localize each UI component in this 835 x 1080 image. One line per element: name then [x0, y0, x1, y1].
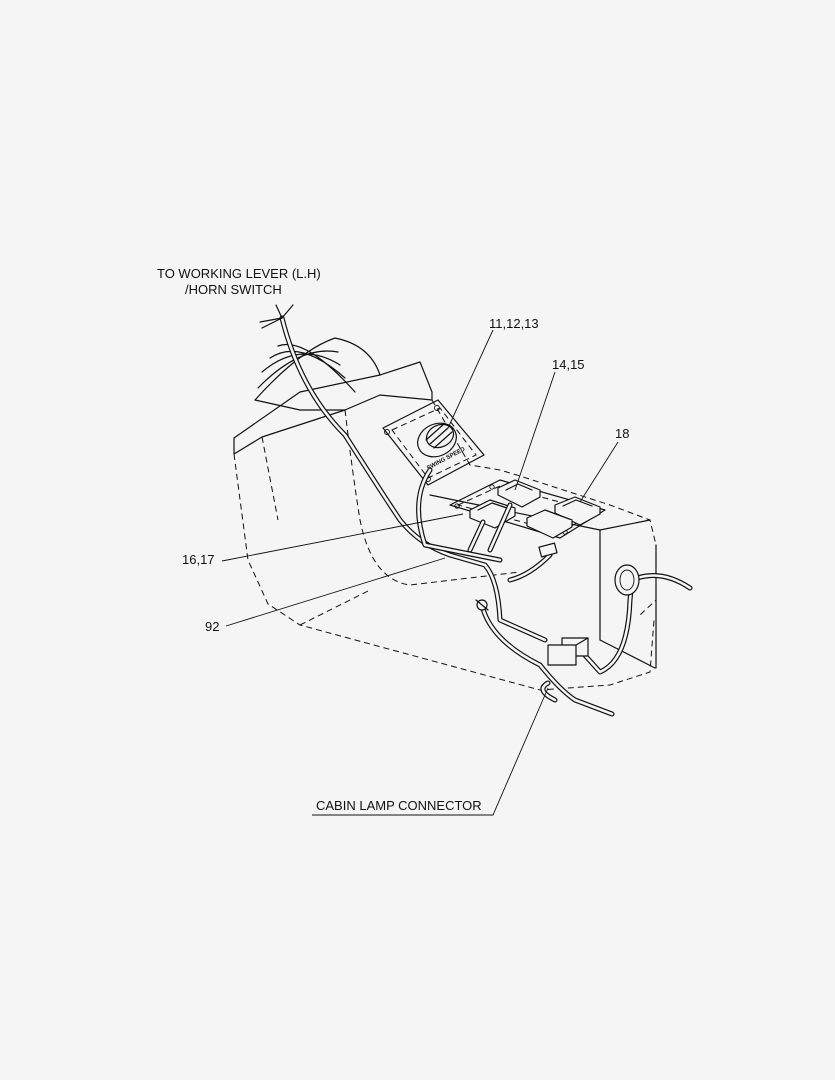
wiring-harness — [259, 304, 693, 717]
label-part-11-12-13: 11,12,13 — [489, 316, 539, 331]
connector-top — [538, 542, 558, 558]
label-part-16-17: 16,17 — [182, 552, 215, 567]
console-body — [233, 361, 657, 691]
rocker-switch-blank — [526, 509, 573, 539]
swing-speed-knob — [417, 422, 457, 458]
clamp — [475, 599, 489, 611]
grommet — [614, 564, 640, 596]
connector-block — [547, 637, 589, 666]
leader-lines — [221, 329, 619, 816]
label-part-14-15: 14,15 — [552, 357, 585, 372]
label-working-lever-line2: /HORN SWITCH — [185, 282, 282, 297]
label-working-lever-line1: TO WORKING LEVER (L.H) — [157, 266, 321, 281]
label-part-92: 92 — [205, 619, 219, 634]
swing-speed-plate — [382, 399, 485, 486]
label-part-18: 18 — [615, 426, 629, 441]
switch-plate — [449, 479, 606, 539]
lever-boot — [254, 337, 381, 411]
label-cabin-lamp-connector: CABIN LAMP CONNECTOR — [316, 798, 482, 813]
rocker-switch-18 — [554, 496, 601, 526]
rocker-switch-14-15 — [497, 479, 541, 508]
